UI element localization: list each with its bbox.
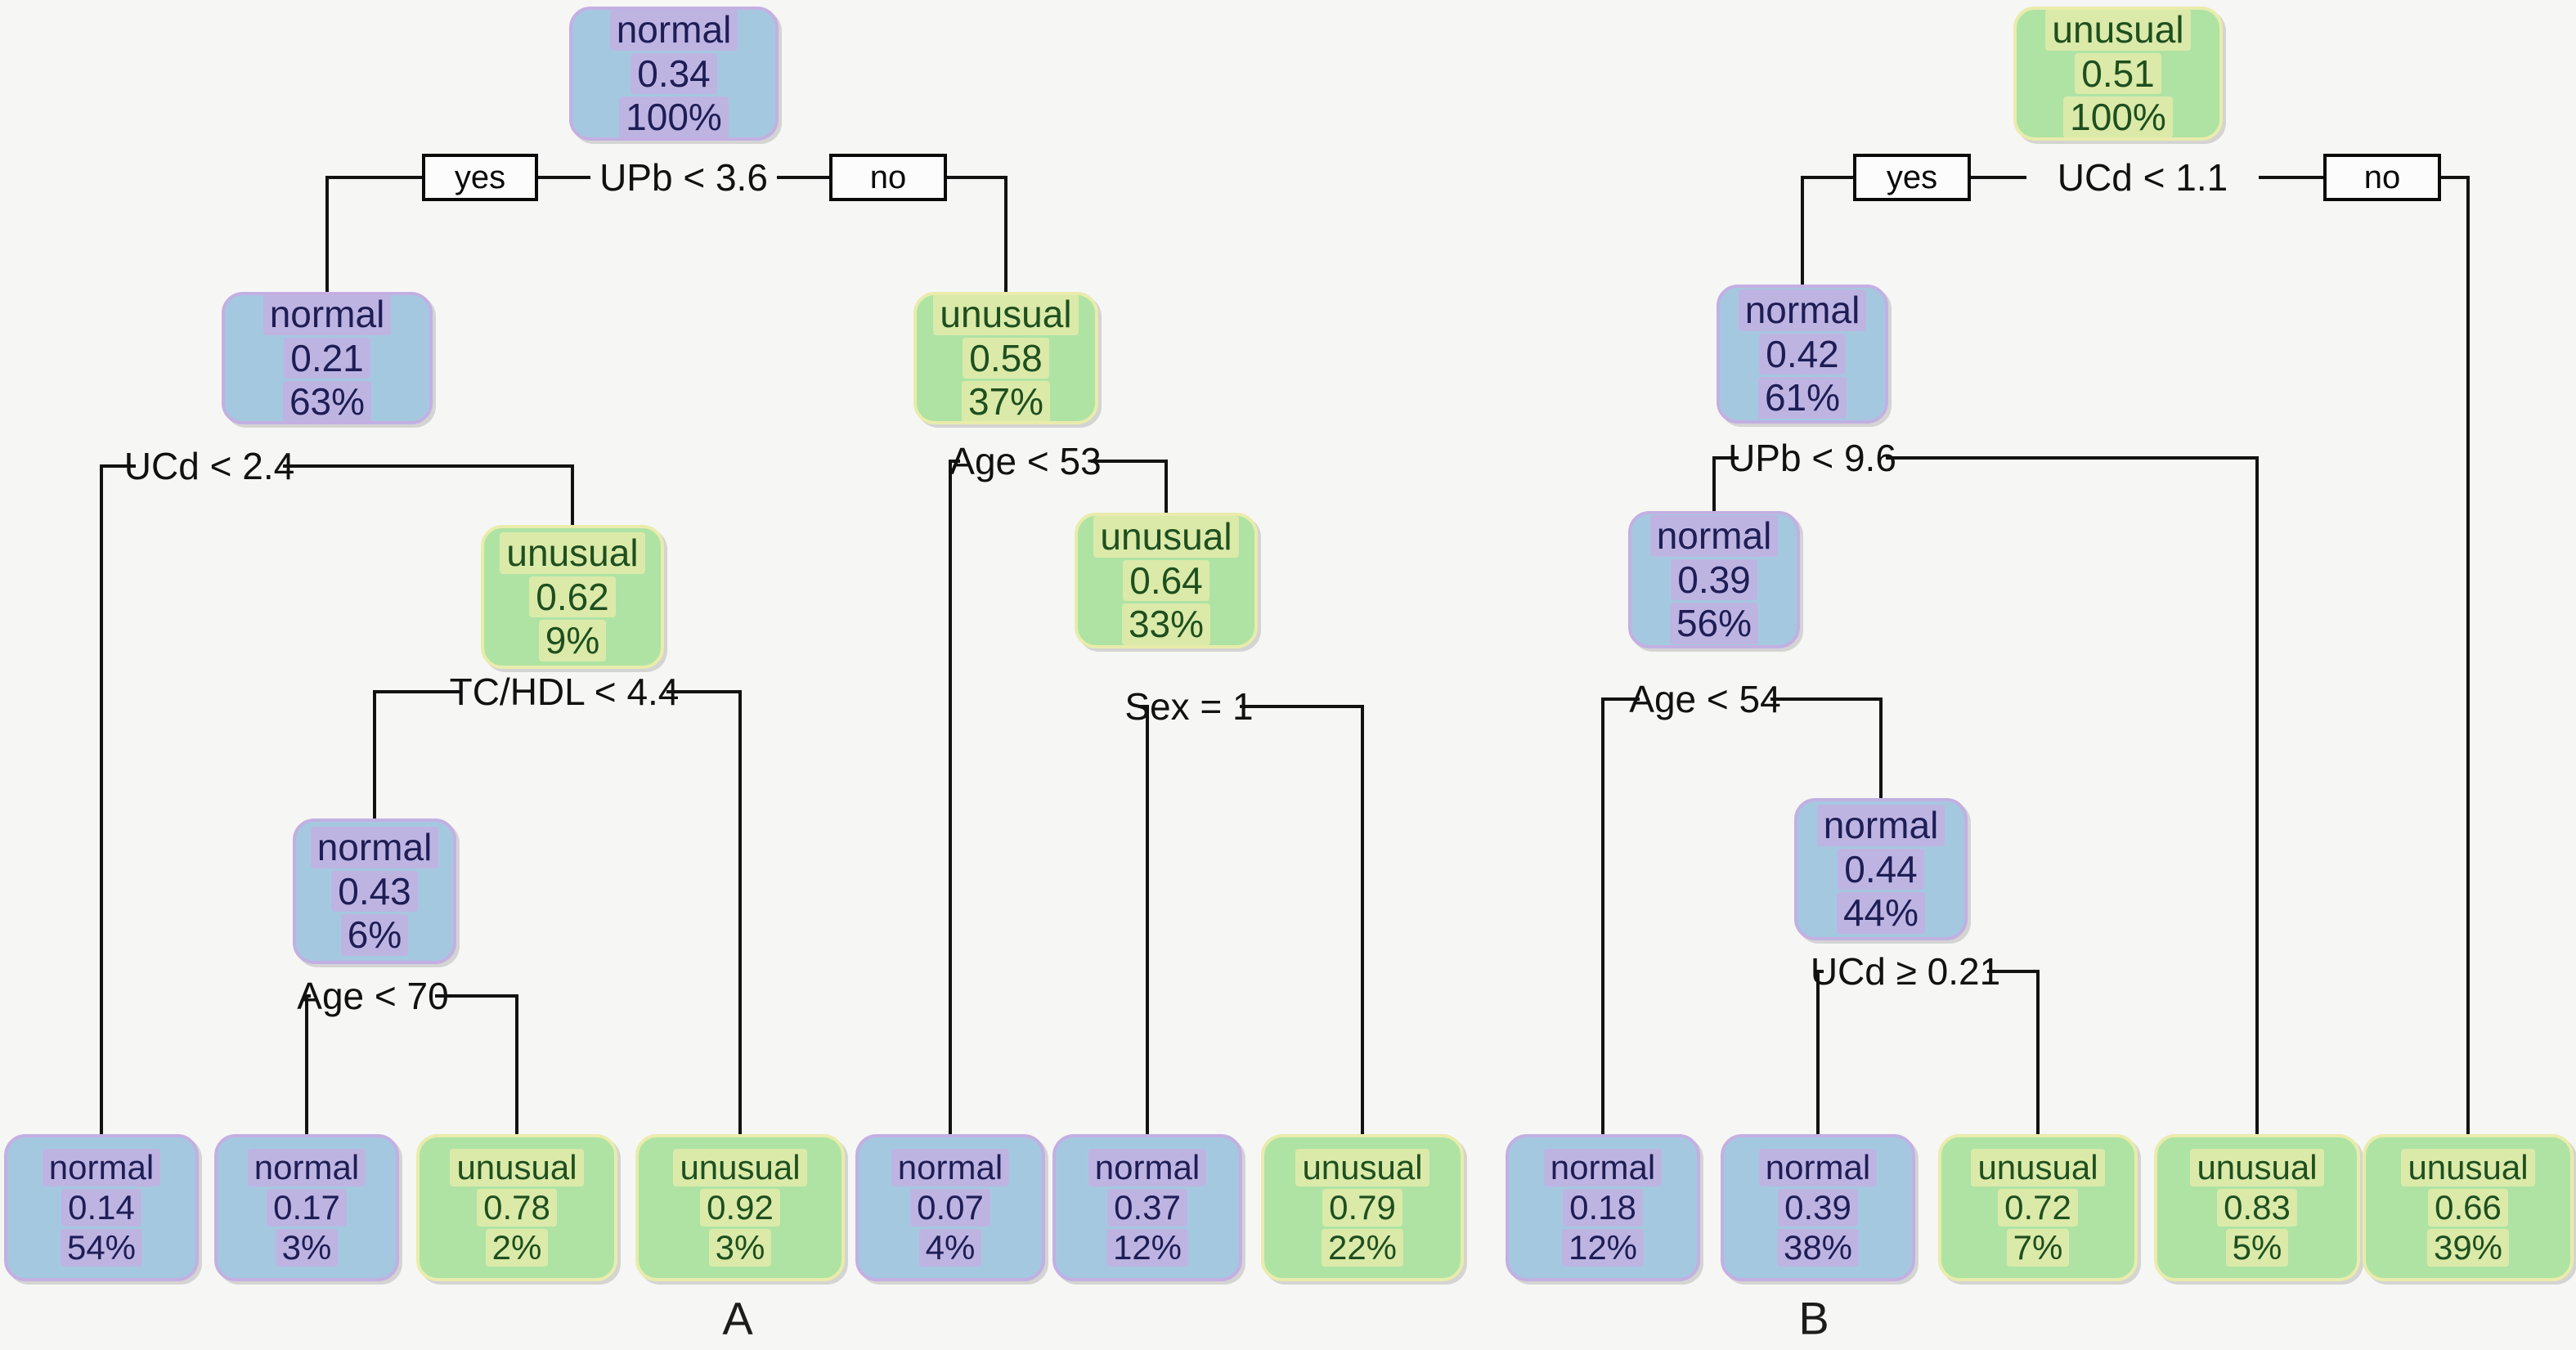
panel-label-b: B xyxy=(1798,1292,1829,1344)
panel-label-a: A xyxy=(722,1292,753,1344)
tree-b-leaf-3: unusual 0.72 7% xyxy=(1938,1134,2138,1281)
tree-a-leaf-1: normal 0.14 54% xyxy=(4,1134,199,1281)
edge-a-lr-no xyxy=(666,690,742,1134)
tree-a-node-l: normal 0.21 63% xyxy=(222,292,433,424)
edge-b-root-no xyxy=(2441,176,2470,1134)
tree-b-leaf-5: unusual 0.66 39% xyxy=(2363,1134,2574,1281)
tree-a-split-r: Age < 53 xyxy=(949,440,1102,482)
edge-a-root-yes xyxy=(325,176,422,292)
edge-a-l-yes xyxy=(100,464,136,1134)
tree-b-node-root: unusual 0.51 100% xyxy=(2013,7,2223,141)
tree-a-split-rr: Sex = 1 xyxy=(1124,685,1254,728)
tree-b-split-root: UCd < 1.1 xyxy=(2057,156,2228,199)
edge-b-root-yes xyxy=(1801,176,1853,285)
tree-b-split-llr: UCd ≥ 0.21 xyxy=(1810,950,2001,993)
edge-b-ll-yes xyxy=(1601,697,1640,1134)
edge-a-root-no xyxy=(947,176,1008,292)
edge-b-l-no xyxy=(1886,456,2259,1134)
tree-a-leaf-5: normal 0.07 4% xyxy=(855,1134,1045,1281)
tree-b-leaf-1: normal 0.18 12% xyxy=(1506,1134,1700,1281)
edge-a-lrl-no xyxy=(435,994,518,1134)
tree-a-node-lr: unusual 0.62 9% xyxy=(481,525,664,669)
tree-b-leaf-2: normal 0.39 38% xyxy=(1721,1134,1915,1281)
tree-b-no-box: no xyxy=(2323,154,2441,201)
tree-a-split-root: UPb < 3.6 xyxy=(599,156,768,199)
edge-b-llr-no xyxy=(1987,970,2040,1134)
edge-a-r-no xyxy=(1091,460,1168,513)
tree-a-node-r: unusual 0.58 37% xyxy=(913,292,1098,424)
tree-a-no-box: no xyxy=(829,154,947,201)
edge-b-l-yes xyxy=(1712,456,1739,511)
tree-b-node-ll: normal 0.39 56% xyxy=(1628,511,1800,648)
edge-a-rr-no xyxy=(1240,705,1364,1134)
tree-b-yes-box: yes xyxy=(1853,154,1971,201)
tree-b-leaf-4: unusual 0.83 5% xyxy=(2154,1134,2360,1281)
tree-a-leaf-6: normal 0.37 12% xyxy=(1052,1134,1242,1281)
tree-b-node-llr: normal 0.44 44% xyxy=(1794,798,1968,940)
tree-a-leaf-3: unusual 0.78 2% xyxy=(416,1134,617,1281)
edge-b-ll-no xyxy=(1770,697,1883,798)
tree-a-leaf-4: unusual 0.92 3% xyxy=(635,1134,845,1281)
tree-a-leaf-7: unusual 0.79 22% xyxy=(1261,1134,1464,1281)
tree-a-split-l: UCd < 2.4 xyxy=(123,445,295,487)
tree-b-split-l: UPb < 9.6 xyxy=(1728,437,1896,479)
edge-a-lr-yes xyxy=(373,690,462,819)
tree-a-leaf-2: normal 0.17 3% xyxy=(214,1134,399,1281)
tree-b-node-l: normal 0.42 61% xyxy=(1717,285,1888,424)
edge-a-l-no xyxy=(283,464,574,525)
edge-a-r-yes xyxy=(949,460,960,1134)
tree-b-split-ll: Age < 54 xyxy=(1629,678,1781,720)
tree-a-yes-box: yes xyxy=(422,154,538,201)
tree-a-split-lr: TC/HDL < 4.4 xyxy=(449,671,680,713)
edge-a-lrl-yes xyxy=(305,994,311,1134)
edge-a-rr-yes xyxy=(1138,705,1149,1134)
tree-a-node-rr: unusual 0.64 33% xyxy=(1075,513,1258,648)
edge-b-llr-yes xyxy=(1816,970,1824,1134)
tree-a-node-lrl: normal 0.43 6% xyxy=(293,819,456,964)
tree-a-node-root: normal 0.34 100% xyxy=(569,7,779,141)
tree-a-split-lrl: Age < 70 xyxy=(297,975,449,1017)
